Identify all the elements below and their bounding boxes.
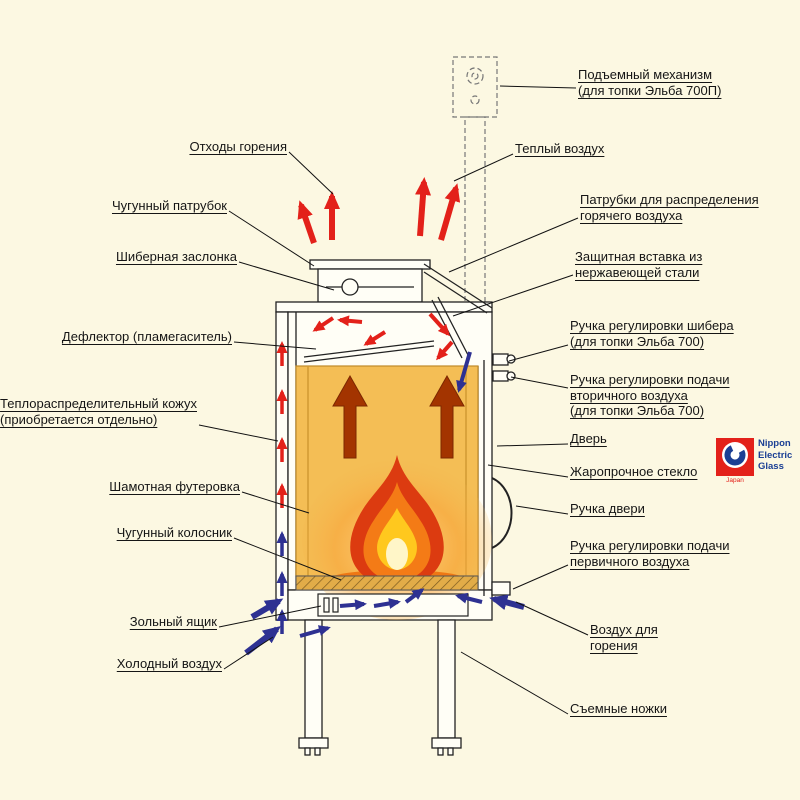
neg-logo-text: Nippon Electric Glass: [758, 438, 792, 473]
label-line: Чугунный колосник: [116, 525, 232, 540]
label-line: Жаропрочное стекло: [570, 464, 698, 479]
neg-logo: Nippon Electric Glass: [716, 438, 792, 476]
label-line: горячего воздуха: [580, 207, 683, 223]
label-combustion-air: Воздух для горения: [590, 622, 658, 653]
label-line: (для топки Эльба 700П): [578, 82, 722, 98]
label-line: Дверь: [570, 431, 607, 446]
label-line: (приобретается отдельно): [0, 411, 158, 427]
label-line: Теплый воздух: [515, 141, 605, 156]
label-heat-cover: Теплораспределительный кожух (приобретае…: [0, 396, 197, 427]
label-line: Ручка регулировки подачи: [570, 372, 730, 387]
label-cold-air: Холодный воздух: [117, 656, 222, 672]
label-damper: Шиберная заслонка: [116, 249, 237, 265]
label-line: Холодный воздух: [116, 656, 222, 671]
label-door: Дверь: [570, 431, 607, 447]
label-line: Ручка регулировки подачи: [570, 538, 730, 553]
label-line: Чугунный патрубок: [111, 198, 227, 213]
label-line: Подъемный механизм: [578, 67, 713, 82]
label-cast-iron-pipe: Чугунный патрубок: [112, 198, 227, 214]
label-line: первичного воздуха: [570, 553, 690, 569]
label-line: вторичного воздуха: [570, 387, 688, 403]
label-line: Шиберная заслонка: [115, 249, 237, 264]
label-line: горения: [590, 637, 638, 653]
combustion-air-arrows: [455, 592, 525, 611]
label-cast-iron-grate: Чугунный колосник: [117, 525, 232, 541]
label-deflector: Дефлектор (пламегаситель): [62, 329, 232, 345]
label-heatproof-glass: Жаропрочное стекло: [570, 464, 697, 480]
label-lifting-mechanism: Подъемный механизм (для топки Эльба 700П…: [578, 67, 721, 98]
label-line: (для топки Эльба 700): [570, 403, 705, 418]
label-line: Зольный ящик: [129, 614, 217, 629]
label-line: Ручка двери: [570, 501, 645, 516]
label-combustion-waste: Отходы горения: [189, 139, 287, 155]
updraft-arrows: [332, 374, 465, 459]
label-warm-air: Теплый воздух: [515, 141, 604, 157]
label-secondary-air-handle: Ручка регулировки подачи вторичного возд…: [570, 372, 730, 419]
grate-hatch: [295, 575, 479, 591]
control-handles: [491, 353, 516, 596]
logo-line: Nippon: [758, 438, 791, 449]
upper-chamber-arrows: [312, 312, 454, 361]
label-ash-box: Зольный ящик: [130, 614, 217, 630]
deflector-plate: [303, 340, 435, 363]
neg-logo-icon: [716, 438, 754, 476]
cold-air-arrows: [244, 588, 425, 656]
label-line: (для топки Эльба 700): [570, 333, 705, 349]
label-line: Патрубки для распределения: [580, 192, 759, 207]
logo-line: Electric: [758, 449, 793, 461]
hot-air-arrows: [297, 177, 461, 244]
label-line: Теплораспределительный кожух: [0, 396, 197, 411]
logo-line: Glass: [758, 461, 784, 472]
label-line: Защитная вставка из: [575, 249, 703, 264]
label-line: Отходы горения: [189, 139, 287, 154]
label-primary-air-handle: Ручка регулировки подачи первичного возд…: [570, 538, 730, 569]
label-line: Дефлектор (пламегаситель): [61, 329, 232, 344]
label-chamotte-lining: Шамотная футеровка: [109, 479, 240, 495]
label-line: Воздух для: [590, 622, 658, 637]
label-door-handle: Ручка двери: [570, 501, 645, 517]
door-handle-arc: [491, 477, 513, 549]
label-damper-handle: Ручка регулировки шибера (для топки Эльб…: [570, 318, 734, 349]
label-line: Ручка регулировки шибера: [570, 318, 734, 333]
label-steel-insert: Защитная вставка из нержавеющей стали: [575, 249, 702, 280]
label-line: Съемные ножки: [570, 701, 667, 716]
label-line: нержавеющей стали: [575, 264, 700, 280]
legs: [298, 619, 462, 756]
label-removable-legs: Съемные ножки: [570, 701, 667, 717]
label-hot-air-pipes: Патрубки для распределения горячего возд…: [580, 192, 759, 223]
secondary-air-arrow: [456, 351, 472, 393]
damper-axis: [341, 278, 359, 296]
label-line: Шамотная футеровка: [109, 479, 240, 494]
neg-logo-country: Japan: [726, 477, 744, 484]
leader-lines: [198, 85, 589, 715]
